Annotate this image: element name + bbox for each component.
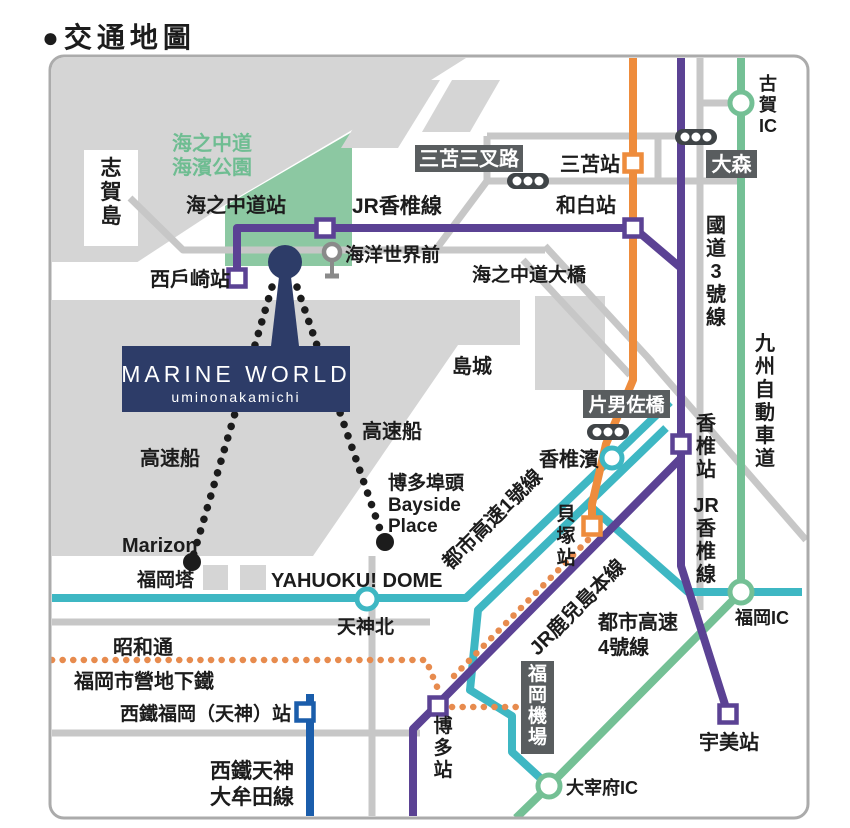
uminonakamichi-sta-label: 海之中道站: [186, 193, 286, 217]
wajiro-sta-label: 和白站: [556, 193, 616, 217]
dome-label: YAHUOKU! DOME: [271, 570, 443, 592]
badge-kataoka-bridge: [583, 390, 670, 418]
bridge-b: [520, 257, 633, 378]
jr-kashii-top: JR香椎線: [352, 194, 442, 218]
kaizuka-label: 貝塚站: [556, 503, 575, 569]
building-2: [240, 565, 266, 590]
kashiihama-label: 香椎濱: [539, 447, 599, 471]
badge-mitoma-junction-text: 三苫三叉路: [419, 147, 520, 171]
signal-mitoma: [507, 173, 549, 189]
kashiihama-stop: [599, 445, 625, 471]
ferry-marizon: [188, 283, 276, 564]
jr-kashii-vert: [677, 58, 732, 716]
park-name-1: 海之中道: [172, 131, 252, 155]
kashii-station: [670, 433, 692, 455]
mitoma-sta-label: 三苫站: [560, 152, 620, 176]
umi-sta-label: 宇美站: [699, 730, 759, 754]
ferry-bayside: [293, 283, 388, 545]
marine-world-marker: [268, 245, 302, 279]
umi-station: [717, 703, 739, 725]
ferry-label-left: 高速船: [140, 446, 200, 470]
saitozaki-station: [226, 267, 248, 289]
nishitetsu-fukuoka-label: 西鐵福岡（天神）站: [120, 702, 291, 725]
bayside-label-1: Bayside: [388, 495, 461, 516]
tenjin-kita-stop: [354, 586, 380, 612]
hakata-sta-label: 博多站: [433, 714, 452, 781]
nishitetsu-omuta-label-2: 大牟田線: [210, 785, 294, 809]
saitozaki-label: 西戶崎站: [150, 267, 230, 291]
block-slab-2: [422, 80, 500, 132]
fukuoka-ic-label: 福岡IC: [734, 607, 789, 628]
bayside-terminal: [376, 533, 394, 551]
nishitetsu-kaizuka-line: [588, 58, 637, 518]
badge-omori-text: 大森: [712, 152, 753, 176]
page-title: ●交通地圖: [42, 22, 196, 53]
bus-stop-icon: [321, 241, 343, 263]
shikanoshima-box: [84, 150, 138, 246]
badge-mitoma-junction: [415, 145, 523, 172]
showa-dori-label: 昭和通: [113, 636, 173, 659]
building-1: [203, 565, 228, 590]
dazaifu-ic-label: 大宰府IC: [566, 777, 638, 798]
jr-kagoshima-line: [409, 455, 684, 816]
marizon-label: Marizon: [122, 535, 198, 557]
shikanoshima: 志賀島: [100, 156, 122, 228]
marine-world-mae: 海洋世界前: [345, 243, 440, 266]
badge-fukuoka-airport-text: 福岡機場: [527, 662, 547, 748]
signal-kataoka: [587, 424, 629, 440]
kyushu-expwy-label: 九州自動車道: [754, 332, 775, 470]
uminonakamichi-station: [314, 217, 336, 239]
subway-kaizuka: [448, 536, 592, 682]
park-name-2: 海濱公園: [172, 155, 252, 179]
koga-ic-node: [727, 89, 755, 117]
fukuoka-ic-node: [727, 578, 755, 606]
subway-west: [51, 656, 444, 698]
shimashiro: 島城: [452, 354, 492, 378]
nishitetsu-fukuoka-station: [294, 701, 316, 723]
urban-expwy-south: [466, 425, 669, 789]
fukuoka-tower-label: 福岡塔: [136, 568, 195, 591]
urban-expwy-4-label-1: 都市高速: [597, 610, 678, 634]
badge-kataoka-bridge-text: 片男佐橋: [588, 393, 665, 416]
block-slab-1: [341, 80, 440, 148]
hakata-futo-label: 博多埠頭: [388, 471, 465, 494]
urban-expwy-4-label-2: 4號線: [598, 635, 649, 659]
subway-label: 福岡市營地下鐵: [73, 669, 214, 693]
mitoma-station: [622, 152, 644, 174]
dazaifu-ic-node: [535, 772, 563, 800]
road-top-diag: [434, 178, 490, 251]
signal-omori: [675, 129, 717, 145]
marine-world-title: MARINE WORLD: [121, 361, 350, 387]
kashii-sta-label: 香椎站: [696, 412, 717, 481]
wajiro-station: [622, 217, 644, 239]
badge-omori: [706, 150, 757, 178]
badge-fukuoka-airport: [521, 661, 554, 754]
jr-kashii-west: [233, 224, 684, 278]
uminonakamichi-bridge: 海之中道大橋: [472, 263, 587, 286]
road-shikanoshima: [127, 195, 545, 254]
marine-world-pointer: [271, 277, 299, 346]
kaizuka-station: [581, 515, 603, 537]
ferry-label-right: 高速船: [362, 419, 422, 443]
bayside-label-2: Place: [388, 516, 438, 537]
tenjin-kita-label: 天神北: [337, 615, 394, 638]
block-bridge: [535, 296, 605, 390]
hakata-station: [427, 695, 449, 717]
nishitetsu-omuta-label-1: 西鐵天神: [210, 759, 294, 783]
road-se-diag: [645, 355, 807, 543]
marine-world-subtitle: uminonakamichi: [171, 389, 300, 405]
marizon-terminal: [183, 553, 201, 571]
marine-world-box: [122, 346, 350, 412]
